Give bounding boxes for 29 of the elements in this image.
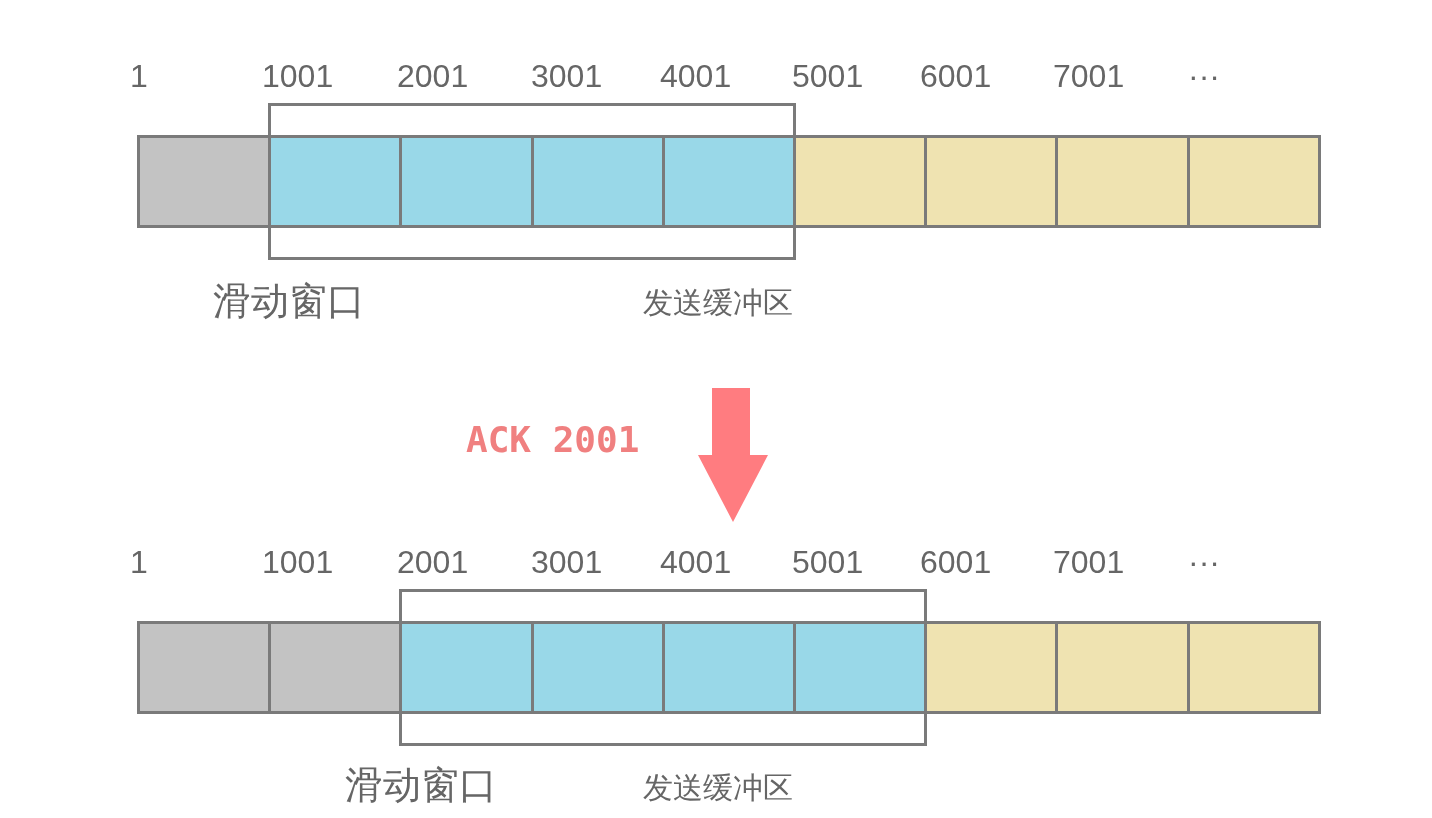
sequence-number: 6001: [920, 546, 992, 578]
sequence-number: 7001: [1053, 60, 1125, 92]
sequence-number: 1: [130, 546, 148, 578]
window-frame: [399, 589, 928, 746]
sequence-number: 1: [130, 60, 148, 92]
buffer-cell: [1055, 621, 1190, 714]
window-caption: 滑动窗口: [345, 766, 497, 804]
sequence-number: 3001: [531, 60, 603, 92]
sequence-number: 4001: [660, 546, 732, 578]
window-caption: 滑动窗口: [213, 282, 365, 320]
buffer-caption: 发送缓冲区: [643, 773, 793, 803]
sequence-number: 4001: [660, 60, 732, 92]
sequence-number: 5001: [792, 60, 864, 92]
buffer-cell: [399, 135, 534, 228]
sequence-number: 7001: [1053, 546, 1125, 578]
sequence-number: 1001: [262, 546, 334, 578]
ack-label: ACK 2001: [466, 422, 640, 458]
buffer-cell: [399, 621, 534, 714]
sequence-number: 2001: [397, 546, 469, 578]
window-frame: [268, 103, 796, 260]
ellipsis-mark: ···: [1188, 60, 1220, 92]
sequence-number: 2001: [397, 60, 469, 92]
sequence-number: 5001: [792, 546, 864, 578]
ellipsis-mark: ···: [1188, 546, 1220, 578]
sequence-number: 6001: [920, 60, 992, 92]
sequence-number: 1001: [262, 60, 334, 92]
buffer-cell: [1055, 135, 1190, 228]
sequence-number: 3001: [531, 546, 603, 578]
buffer-caption: 发送缓冲区: [643, 288, 793, 318]
